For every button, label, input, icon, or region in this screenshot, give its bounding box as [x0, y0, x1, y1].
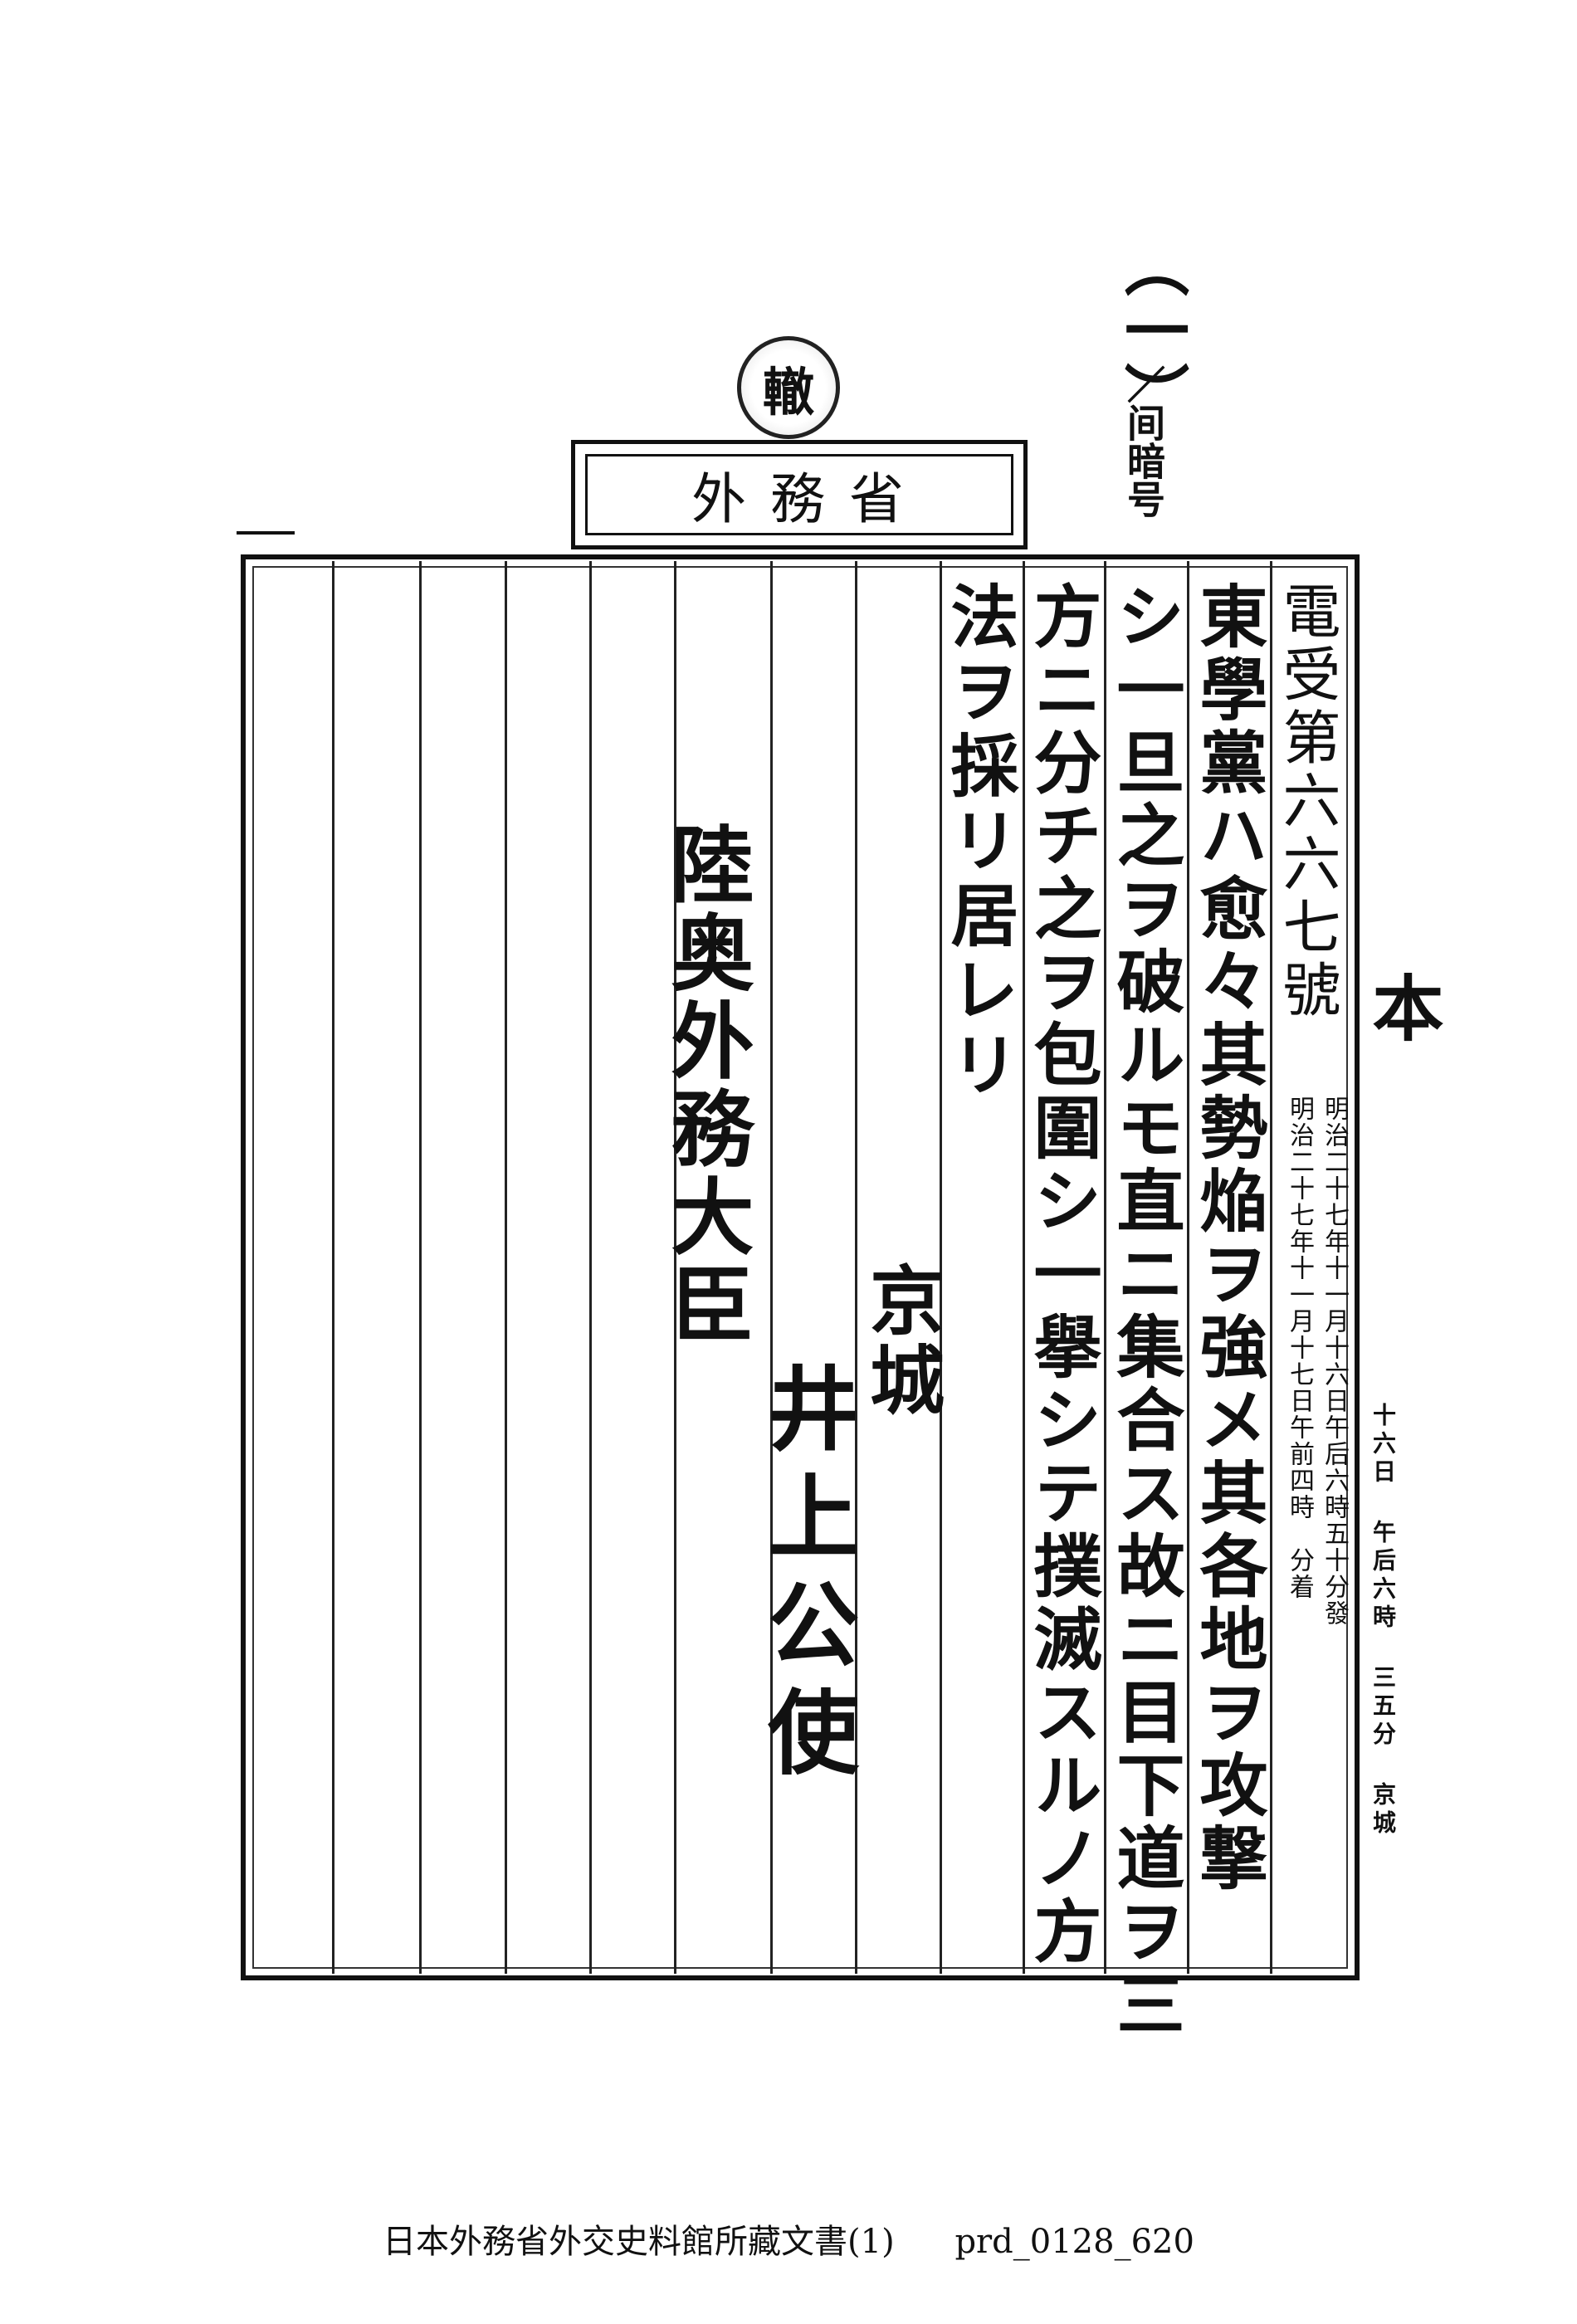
margin-note: 十六日 午后六時 三五分 京城: [1370, 1403, 1397, 1838]
column-rule: [589, 561, 592, 1974]
sent-time: 明治二十七年十一月十六日午后六時五十分發: [1320, 1096, 1349, 1627]
archive-seal: 轍: [737, 336, 840, 439]
sender: 井上公使: [752, 1361, 859, 1793]
origin-city: 京城: [857, 1262, 945, 1421]
body-line-2: シ一旦之ヲ破ルモ直ニ集合ス故ニ目下道ヲ三: [1105, 581, 1184, 2042]
column-rule: [419, 561, 422, 1974]
column-rule: [1104, 561, 1106, 1974]
bracket-note: （一）: [1114, 232, 1189, 427]
telegram-form-frame: [241, 554, 1360, 1980]
corner-mark: 本: [1360, 971, 1443, 1042]
column-rule: [940, 561, 942, 1974]
column-rule: [505, 561, 507, 1974]
body-line-3: 方ニ分チ之ヲ包圍シ一擧シテ撲滅スルノ方: [1022, 581, 1101, 1969]
header-box: 外 務 省: [571, 440, 1028, 549]
column-rule: [1023, 561, 1025, 1974]
column-rule: [855, 561, 857, 1974]
recipient: 陸奥外務大臣: [657, 822, 754, 1350]
column-rule: [332, 561, 334, 1974]
bracket-note-sub: ／间暗号: [1121, 365, 1166, 518]
telegram-form-inner-border: [252, 566, 1348, 1969]
margin-mark: [237, 531, 295, 535]
column-rule: [1187, 561, 1189, 1974]
header-org-name: 外 務 省: [585, 454, 1013, 535]
column-rule: [770, 561, 773, 1974]
footer-source: 日本外務省外交史料館所藏文書(1): [383, 2223, 895, 2261]
footer-caption: 日本外務省外交史料館所藏文書(1) prd_0128_620: [0, 2214, 1577, 2263]
seal-text: 轍: [762, 362, 814, 422]
column-rule: [674, 561, 676, 1974]
body-line-1: 東學黨ハ愈々其勢焔ヲ強メ其各地ヲ攻撃: [1188, 581, 1267, 1896]
footer-doc-id: prd_0128_620: [954, 2223, 1194, 2261]
column-rule: [1270, 561, 1272, 1974]
received-time: 明治二十七年十一月十七日午前四時 分着: [1285, 1096, 1314, 1600]
telegram-number: 電受第六六七號: [1273, 581, 1341, 1023]
body-line-4: 法ヲ採リ居レリ: [939, 581, 1018, 1104]
